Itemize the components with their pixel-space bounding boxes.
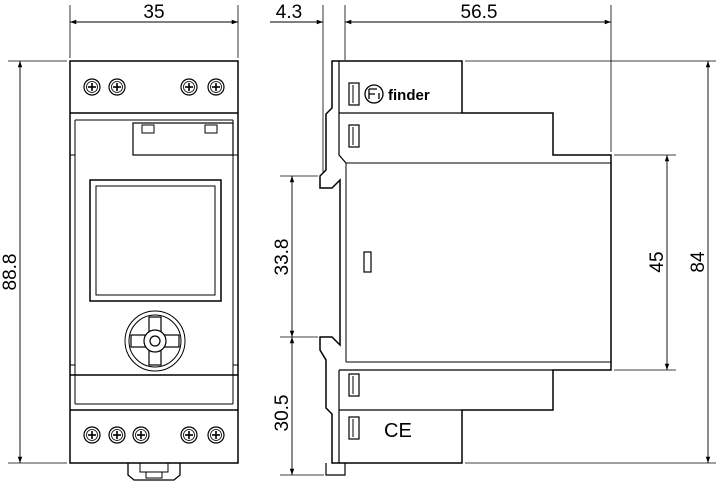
dim-front-width: 35 [143, 2, 164, 23]
terminal-slot [348, 124, 360, 148]
top-terminal-screws [83, 78, 225, 96]
side-body-outline [319, 60, 612, 464]
screw-icon [207, 78, 225, 96]
screw-icon [180, 426, 198, 444]
dim-depth-offset: 4.3 [276, 2, 302, 23]
ce-mark: CE [384, 420, 412, 442]
dim-bottom-height: 30.5 [272, 395, 293, 432]
display-window [89, 179, 222, 302]
front-body-outline [69, 60, 239, 464]
dimension-lines [17, 19, 711, 475]
extension-lines [8, 5, 716, 476]
bottom-terminal-screws [83, 426, 225, 444]
screw-icon [108, 78, 126, 96]
screw-icon [83, 78, 101, 96]
terminal-slot [348, 416, 360, 440]
screw-icon [108, 426, 126, 444]
screw-icon [83, 426, 101, 444]
latch-slot [363, 251, 372, 273]
dim-window-height: 45 [647, 251, 668, 272]
terminal-slot [348, 373, 360, 397]
din-clip [127, 463, 181, 481]
front-cover-clip [132, 122, 234, 156]
front-view [69, 60, 239, 481]
side-view [319, 60, 612, 476]
brand-label: finder [388, 87, 430, 104]
dim-side-depth: 56.5 [461, 2, 498, 23]
terminal-slot [348, 82, 360, 106]
dim-rail-height: 33.8 [272, 239, 293, 276]
screw-icon [207, 426, 225, 444]
dim-body-height: 84 [688, 251, 709, 273]
dim-total-height: 88.8 [0, 254, 21, 291]
screw-icon [132, 426, 150, 444]
finder-logo-icon [364, 84, 384, 104]
adjust-knob [124, 310, 186, 372]
screw-icon [180, 78, 198, 96]
